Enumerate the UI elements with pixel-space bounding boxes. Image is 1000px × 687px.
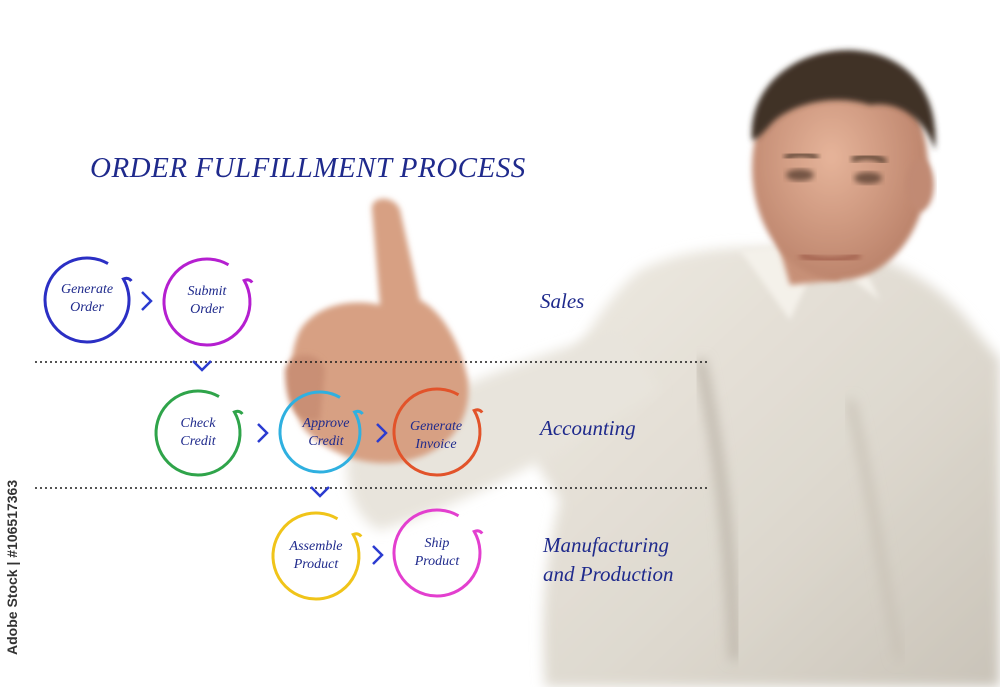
arrow-generate-to-submit (142, 292, 151, 310)
diagram-title: ORDER FULFILLMENT PROCESS (90, 152, 526, 185)
lane-label-manufacturing: Manufacturing and Production (543, 531, 673, 589)
arrow-approve-to-invoice (377, 424, 386, 442)
arrow-check-to-approve (258, 424, 267, 442)
arrow-assemble-to-ship (373, 546, 382, 564)
stock-watermark-id: Adobe Stock | #106517363 (4, 455, 24, 655)
lane-label-accounting: Accounting (540, 414, 636, 443)
lane-label-sales: Sales (540, 287, 584, 316)
